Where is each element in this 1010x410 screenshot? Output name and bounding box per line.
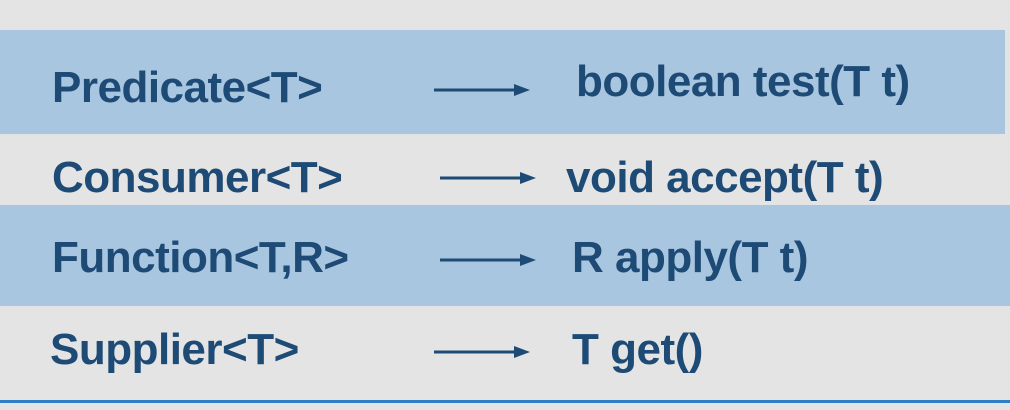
method-signature-supplier: T get() (572, 325, 703, 374)
bottom-divider (0, 400, 1010, 403)
right-arrow-icon (440, 168, 540, 188)
interface-name-predicate: Predicate<T> (52, 63, 323, 112)
interface-name-supplier: Supplier<T> (50, 325, 299, 374)
method-signature-consumer: void accept(T t) (566, 153, 884, 202)
right-arrow-icon (434, 80, 534, 100)
interface-name-consumer: Consumer<T> (52, 153, 343, 202)
method-signature-predicate: boolean test(T t) (576, 57, 910, 106)
row-function (0, 205, 1010, 306)
interface-name-function: Function<T,R> (52, 233, 349, 282)
method-signature-function: R apply(T t) (572, 233, 808, 282)
right-arrow-icon (434, 342, 534, 362)
right-arrow-icon (440, 250, 540, 270)
row-predicate (0, 30, 1005, 134)
